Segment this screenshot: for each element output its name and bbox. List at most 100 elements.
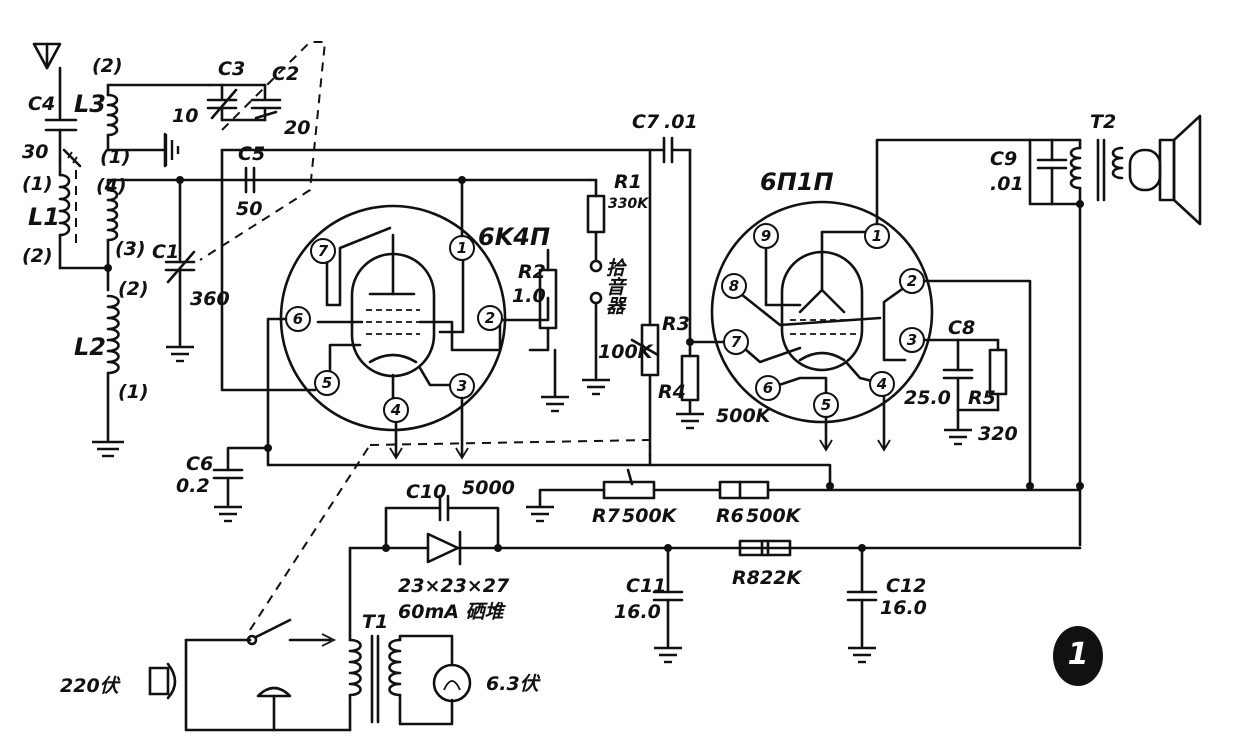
c10-label: C10 (406, 481, 446, 503)
l3-bottom-label: (1) (100, 146, 131, 168)
c2-label: C2 (272, 63, 299, 85)
tube1-pins: 1 2 3 4 5 6 7 (285, 235, 503, 423)
figure-number-badge: 1 (1053, 626, 1103, 686)
capacitor-c11 (652, 544, 684, 648)
c5-label: C5 (238, 143, 265, 165)
svg-text:6: 6 (293, 310, 303, 328)
r7-value: 500K (622, 505, 678, 527)
r5-value: 320 (978, 423, 1018, 445)
c8-value: 25.0 (904, 387, 951, 409)
ground-icon (92, 440, 124, 458)
l2-label: L2 (74, 333, 106, 361)
r5-label: R5 (968, 387, 996, 409)
r2-value: 1.0 (512, 285, 546, 307)
ground-icon (526, 505, 554, 523)
r1-label: R1 (614, 171, 642, 193)
ground-icon (654, 646, 682, 664)
svg-text:5: 5 (821, 396, 831, 414)
resistor-r1 (586, 178, 606, 380)
tube-6p1p (710, 200, 934, 424)
capacitor-c1 (164, 178, 196, 347)
capacitor-c12 (846, 544, 878, 648)
r3-label: R3 (662, 313, 690, 335)
svg-text:1: 1 (457, 239, 467, 257)
svg-text:8: 8 (729, 277, 739, 295)
r1-value: 330K (608, 196, 649, 212)
capacitor-c4 (44, 118, 78, 162)
c12-value: 16.0 (880, 597, 927, 619)
c8-label: C8 (948, 317, 975, 339)
resistor-r2 (500, 248, 558, 397)
c1-value: 360 (190, 288, 230, 310)
coil-l3 (106, 83, 212, 168)
svg-text:3: 3 (907, 331, 917, 349)
c7-label: C7 (632, 111, 660, 133)
svg-text:5: 5 (322, 374, 332, 392)
t2-label: T2 (1090, 111, 1116, 133)
osc-bottom-label: (3) (115, 238, 146, 260)
l2-bottom-label: (1) (118, 381, 149, 403)
l1-top-label: (1) (22, 173, 53, 195)
l1-label: L1 (28, 203, 60, 231)
l2-top-label: (2) (118, 278, 149, 300)
plug-icon (148, 638, 352, 732)
r7-label: R7 (592, 505, 621, 527)
l3-label: L3 (74, 90, 106, 118)
capacitor-c5 (244, 166, 256, 194)
rectifier-icon (348, 530, 1082, 566)
coil-osc (104, 176, 592, 292)
c7-value: .01 (664, 111, 698, 133)
ground-icon (582, 378, 610, 396)
resistor-r7 (538, 468, 722, 507)
c12-label: C12 (886, 575, 926, 597)
capacitor-c10 (384, 494, 500, 550)
r6-value: 500K (746, 505, 802, 527)
tube1-name: 6K4П (478, 223, 550, 251)
lamp-icon (432, 663, 472, 703)
c10-value: 5000 (462, 477, 515, 499)
mains-label: 220伏 (60, 675, 122, 697)
c5-value: 50 (236, 198, 262, 220)
resistor-r6 (718, 480, 1084, 500)
rectifier-desc: 60mA 硒堆 (398, 601, 507, 623)
ground-icon (848, 646, 876, 664)
ground-icon (164, 134, 180, 166)
gang-link (199, 41, 327, 261)
resistor-r8 (738, 539, 792, 557)
l3-top-label: (2) (92, 55, 123, 77)
svg-text:6: 6 (763, 379, 773, 397)
lamp-label: 6.3伏 (486, 673, 542, 695)
osc-top-label: (4) (96, 175, 127, 197)
r4-label: R4 (658, 381, 686, 403)
r4-value: 500K (716, 405, 772, 427)
t1-label: T1 (362, 611, 388, 633)
capacitor-c3-c2 (206, 83, 282, 122)
svg-text:9: 9 (761, 227, 771, 245)
antenna-icon (32, 42, 62, 120)
ground-icon (214, 505, 242, 523)
svg-text:2: 2 (485, 309, 495, 327)
ground-icon (944, 428, 972, 446)
tube2-pins: 1 2 3 4 5 6 7 8 9 (721, 223, 925, 418)
capacitor-c6 (212, 444, 832, 507)
svg-text:3: 3 (457, 377, 467, 395)
c3-value: 10 (172, 105, 198, 127)
svg-text:4: 4 (390, 401, 401, 419)
tube2-name: 6П1П (760, 168, 834, 196)
c6-value: 0.2 (176, 475, 210, 497)
capacitor-c8 (922, 338, 1000, 412)
c9-label: C9 (990, 148, 1017, 170)
svg-text:7: 7 (318, 242, 329, 260)
c3-label: C3 (218, 58, 245, 80)
svg-text:4: 4 (876, 375, 887, 393)
transformer-t1 (288, 546, 454, 732)
svg-text:7: 7 (731, 333, 742, 351)
resistor-r3 (369, 148, 660, 457)
c6-label: C6 (186, 453, 213, 475)
c9-value: .01 (990, 173, 1024, 195)
c4-value: 30 (22, 141, 48, 163)
r2-label: R2 (518, 261, 546, 283)
svg-text:1: 1 (1068, 637, 1089, 672)
ground-icon (166, 345, 194, 363)
